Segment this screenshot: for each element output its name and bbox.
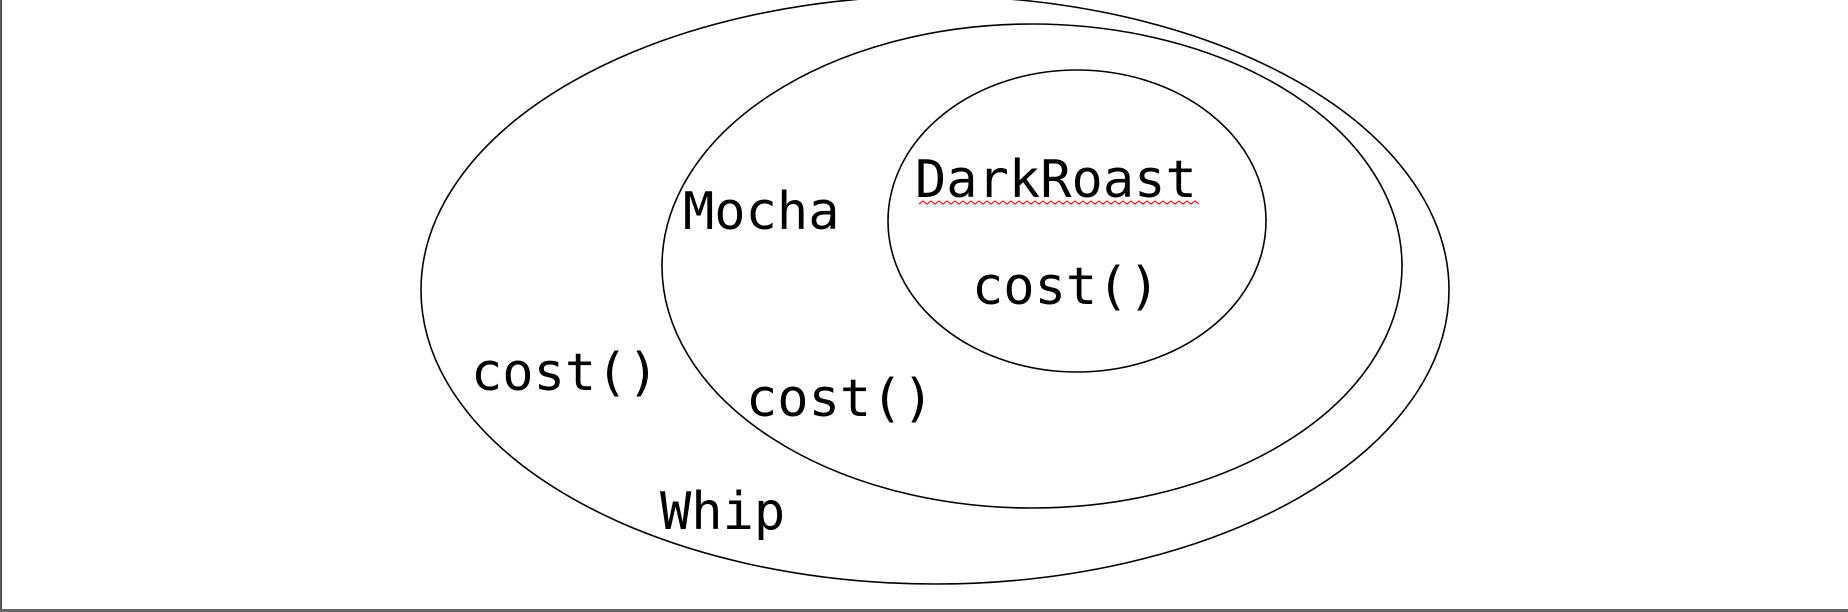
mocha-ellipse (661, 23, 1403, 509)
darkroast-label: DarkRoast (915, 150, 1197, 210)
spellcheck-underline (918, 200, 1200, 205)
darkroast-cost-label: cost() (972, 257, 1160, 317)
whip-label: Whip (660, 482, 785, 542)
mocha-cost-label: cost() (746, 369, 934, 429)
darkroast-ellipse (887, 69, 1267, 373)
whip-ellipse (420, 0, 1450, 585)
canvas-left-border (0, 0, 2, 612)
whip-cost-label: cost() (471, 343, 659, 403)
canvas-bottom-border (0, 609, 1848, 612)
mocha-label: Mocha (683, 182, 840, 242)
